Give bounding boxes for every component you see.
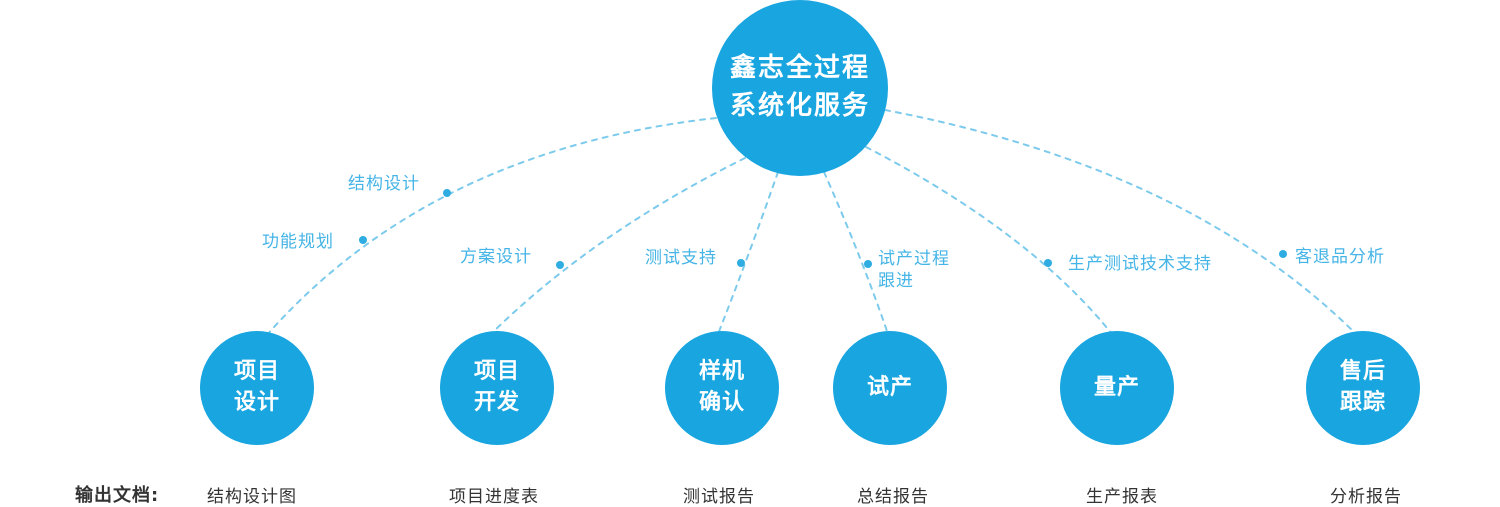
edge-label-trial-process-followup: 试产过程 跟进 — [878, 249, 950, 292]
stage-node-after-sales: 售后 跟踪 — [1306, 331, 1420, 445]
connector-line-trial-production — [823, 171, 889, 335]
edge-label-return-analysis: 客退品分析 — [1295, 247, 1385, 267]
center-node-label: 鑫志全过程 系统化服务 — [729, 53, 870, 121]
doc-label-production-report: 生产报表 — [1086, 487, 1158, 507]
connector-dot — [359, 236, 367, 244]
connector-line-mass-production — [865, 146, 1113, 335]
connector-line-after-sales — [884, 109, 1359, 337]
edge-label-structural-design: 结构设计 — [348, 174, 420, 194]
edge-label-solution-design: 方案设计 — [460, 247, 532, 267]
doc-label-project-schedule: 项目进度表 — [449, 487, 539, 507]
stage-node-label: 样机 确认 — [698, 359, 745, 415]
stage-node-label: 项目 开发 — [473, 359, 520, 415]
stage-node-label: 量产 — [1093, 374, 1140, 400]
connector-dot — [556, 261, 564, 269]
connector-dot — [1279, 250, 1287, 258]
doc-label-structural-design-drawing: 结构设计图 — [207, 487, 297, 507]
connector-line-prototype-confirmation — [717, 171, 779, 335]
connector-dot — [443, 189, 451, 197]
connector-line-project-development — [486, 157, 746, 339]
edge-label-testing-support: 测试支持 — [645, 248, 717, 268]
edge-label-function-planning: 功能规划 — [262, 232, 334, 252]
connector-line-project-design — [265, 117, 717, 337]
stage-node-label: 售后 跟踪 — [1339, 359, 1386, 415]
stage-node-label: 试产 — [866, 374, 913, 400]
connector-dot — [1044, 259, 1052, 267]
edge-label-production-test-support: 生产测试技术支持 — [1068, 254, 1212, 274]
connector-dot — [737, 259, 745, 267]
stage-node-prototype-confirmation: 样机 确认 — [665, 331, 779, 445]
stage-node-mass-production: 量产 — [1060, 331, 1174, 445]
output-docs-title: 输出文档: — [75, 485, 160, 506]
stage-node-trial-production: 试产 — [833, 331, 947, 445]
stage-node-project-design: 项目 设计 — [200, 331, 314, 445]
doc-label-test-report: 测试报告 — [683, 487, 755, 507]
center-node: 鑫志全过程 系统化服务 — [712, 0, 888, 176]
doc-label-summary-report: 总结报告 — [857, 487, 929, 507]
stage-node-project-development: 项目 开发 — [440, 331, 554, 445]
stage-node-label: 项目 设计 — [233, 359, 280, 415]
doc-label-analysis-report: 分析报告 — [1330, 487, 1402, 507]
connector-dot — [864, 260, 872, 268]
